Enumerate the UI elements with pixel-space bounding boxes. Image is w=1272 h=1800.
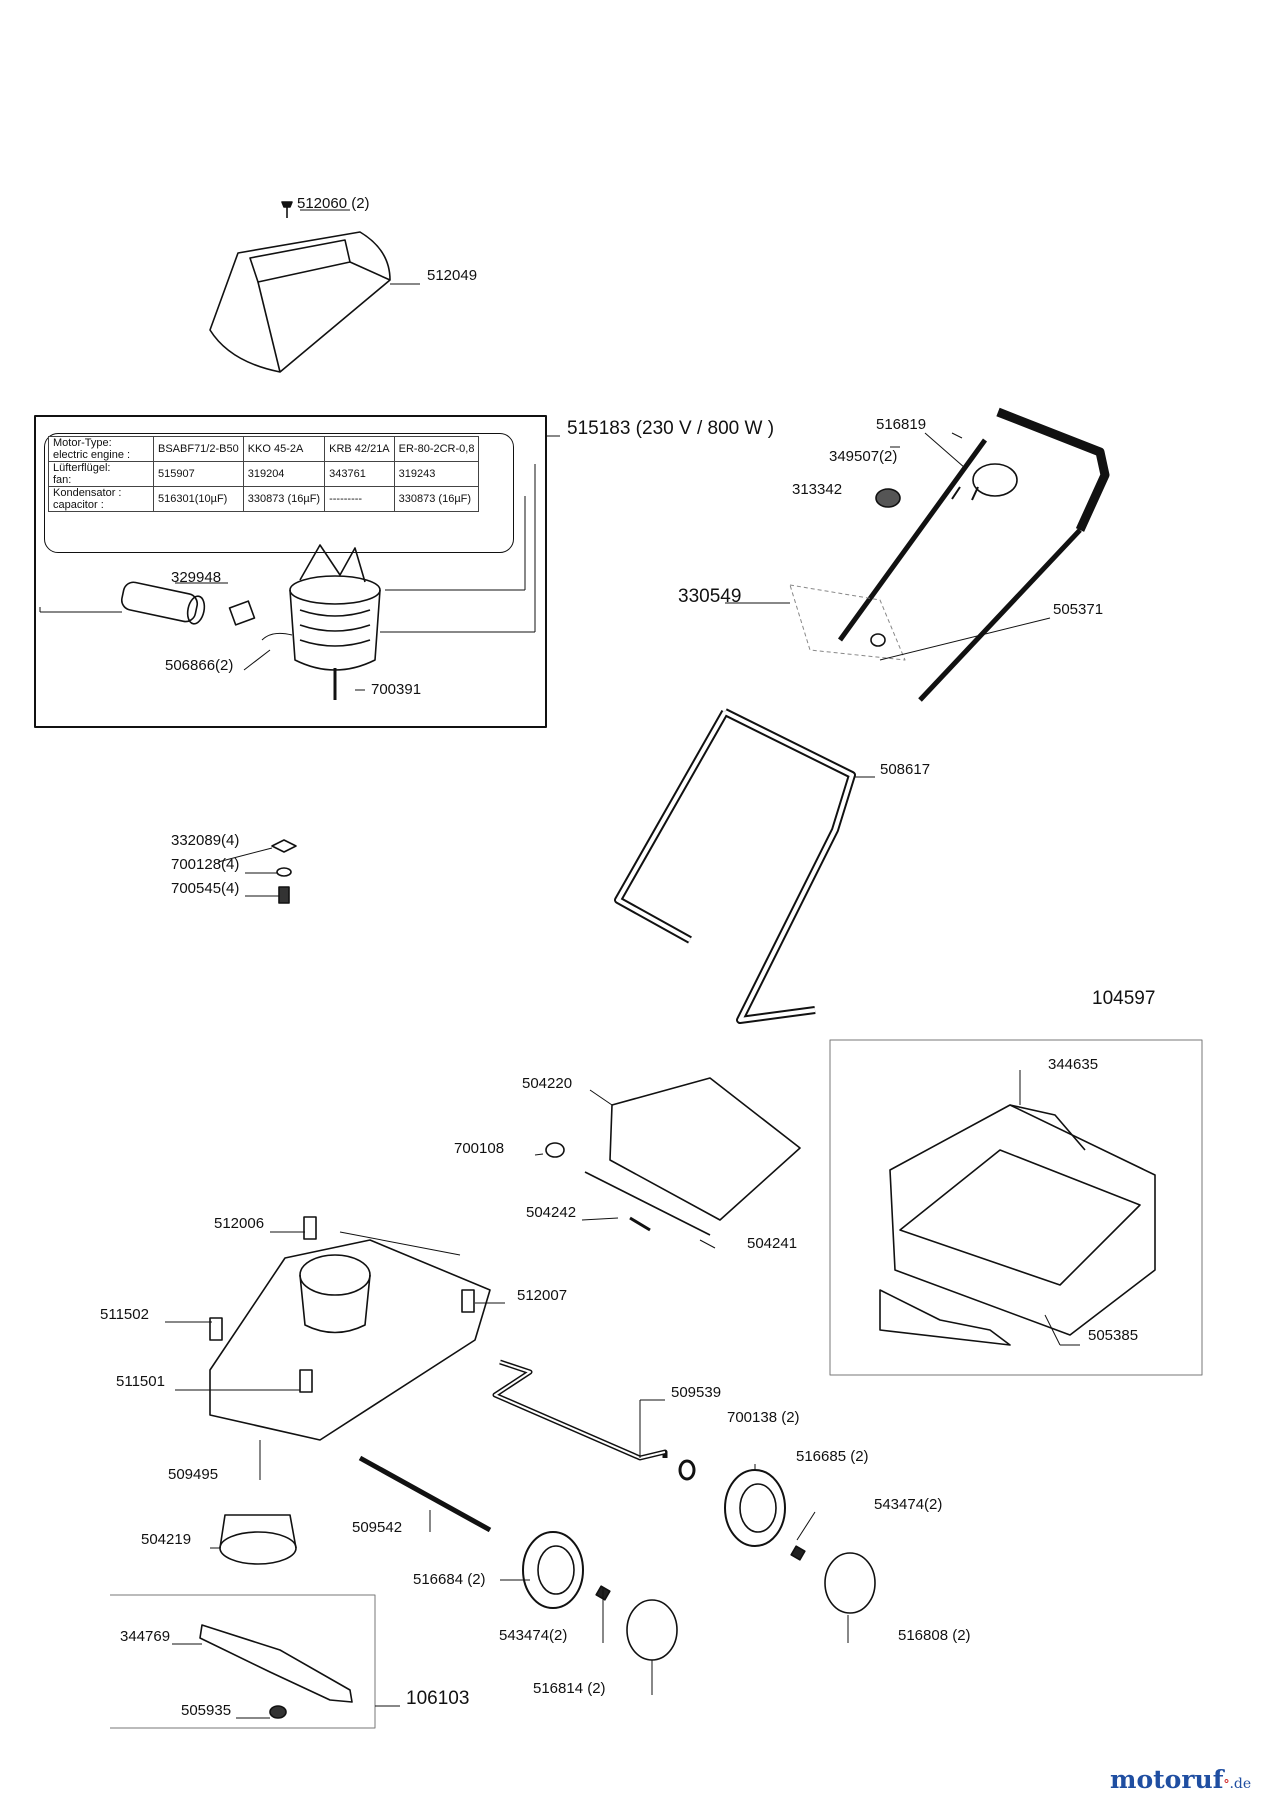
- spec-cell: 330873 (16µF): [393, 486, 480, 512]
- spec-row-heading: Motor-Type:electric engine :: [48, 436, 154, 462]
- part-label-508617: 508617: [880, 761, 931, 778]
- part-label-516684: 516684 (2): [413, 1571, 486, 1588]
- part-label-329948: 329948: [171, 569, 222, 586]
- spec-row: Kondensator :capacitor :516301(10µF)3308…: [48, 486, 480, 512]
- part-label-349507: 349507(2): [829, 448, 898, 465]
- part-label-332089: 332089(4): [171, 832, 240, 849]
- part-label-516685: 516685 (2): [796, 1448, 869, 1465]
- part-label-509539: 509539: [671, 1384, 722, 1401]
- spec-cell: KRB 42/21A: [324, 436, 395, 462]
- spec-cell: 515907: [153, 461, 244, 487]
- part-label-511501: 511501: [116, 1373, 165, 1390]
- part-label-543474a: 543474(2): [874, 1496, 943, 1513]
- part-label-504241: 504241: [747, 1235, 798, 1252]
- motor-cover-512049-drawing: [209, 231, 420, 373]
- part-label-106103: 106103: [406, 1688, 470, 1709]
- part-label-700138: 700138 (2): [727, 1409, 800, 1426]
- screw-512060-drawing: [281, 201, 350, 218]
- part-label-515183: 515183 (230 V / 800 W ): [567, 418, 775, 439]
- part-label-700108: 700108: [454, 1140, 505, 1157]
- part-label-516808: 516808 (2): [898, 1627, 971, 1644]
- part-label-506866: 506866(2): [165, 657, 234, 674]
- spec-row-heading: Lüfterflügel:fan:: [48, 461, 154, 487]
- part-label-512007: 512007: [517, 1287, 568, 1304]
- blade-kit-outline: [110, 1594, 376, 1729]
- spec-row-heading: Kondensator :capacitor :: [48, 486, 154, 512]
- brand-tld: .de: [1229, 1776, 1252, 1792]
- motor-drawing: [39, 464, 536, 700]
- motor-spec-table: Motor-Type:electric engine :BSABF71/2-B5…: [48, 436, 480, 512]
- part-label-516819: 516819: [876, 416, 927, 433]
- brand-dot: °: [1223, 1777, 1230, 1791]
- part-label-504219: 504219: [141, 1531, 192, 1548]
- brand-name: motoruf: [1110, 1765, 1224, 1794]
- motor-kit-box: [34, 415, 547, 728]
- spec-cell: 516301(10µF): [153, 486, 244, 512]
- part-label-512049: 512049: [427, 267, 478, 284]
- upper-handle-drawing: [789, 407, 1110, 702]
- spec-cell: ---------: [324, 486, 395, 512]
- motor-spec-table-frame: [44, 433, 514, 553]
- spec-row: Motor-Type:electric engine :BSABF71/2-B5…: [48, 436, 480, 462]
- part-label-512006: 512006: [214, 1215, 265, 1232]
- part-label-504220: 504220: [522, 1075, 573, 1092]
- part-label-505935: 505935: [181, 1702, 232, 1719]
- fasteners-drawing: [271, 839, 297, 904]
- part-label-344769: 344769: [120, 1628, 171, 1645]
- lower-handle-drawing: [614, 708, 875, 1024]
- part-label-700391: 700391: [371, 681, 422, 698]
- part-label-511502: 511502: [100, 1306, 149, 1323]
- part-label-313342: 313342: [792, 481, 843, 498]
- part-label-509542: 509542: [352, 1519, 403, 1536]
- grass-box-outline: [829, 1039, 1203, 1376]
- blade-drawing: [172, 1624, 400, 1719]
- spec-cell: 319243: [393, 461, 480, 487]
- part-label-104597: 104597: [1092, 988, 1156, 1009]
- rear-flap-drawing: [545, 1077, 801, 1236]
- part-label-504242: 504242: [526, 1204, 577, 1221]
- part-label-700545: 700545(4): [171, 880, 240, 897]
- spec-cell: BSABF71/2-B50: [153, 436, 244, 462]
- spec-cell: 330873 (16µF): [242, 486, 326, 512]
- part-label-700128: 700128(4): [171, 856, 240, 873]
- grass-box-drawing: [879, 1070, 1156, 1346]
- spec-cell: KKO 45-2A: [242, 436, 326, 462]
- part-label-512060: 512060 (2): [297, 195, 370, 212]
- axles-drawing: [358, 1359, 668, 1533]
- fan-504219-drawing: [210, 1514, 297, 1565]
- spec-cell: ER-80-2CR-0,8: [393, 436, 480, 462]
- part-label-330549: 330549: [678, 586, 742, 607]
- spec-cell: 319204: [242, 461, 326, 487]
- part-label-543474b: 543474(2): [499, 1627, 568, 1644]
- part-label-505371: 505371: [1053, 601, 1104, 618]
- part-label-509495: 509495: [168, 1466, 219, 1483]
- part-label-505385: 505385: [1088, 1327, 1139, 1344]
- spec-cell: 343761: [324, 461, 395, 487]
- mower-deck-drawing: [165, 1216, 505, 1480]
- wheels-drawing: [500, 1459, 876, 1695]
- part-label-516814: 516814 (2): [533, 1680, 606, 1697]
- brand-logo: motoruf°.de: [1110, 1765, 1251, 1794]
- part-label-344635: 344635: [1048, 1056, 1099, 1073]
